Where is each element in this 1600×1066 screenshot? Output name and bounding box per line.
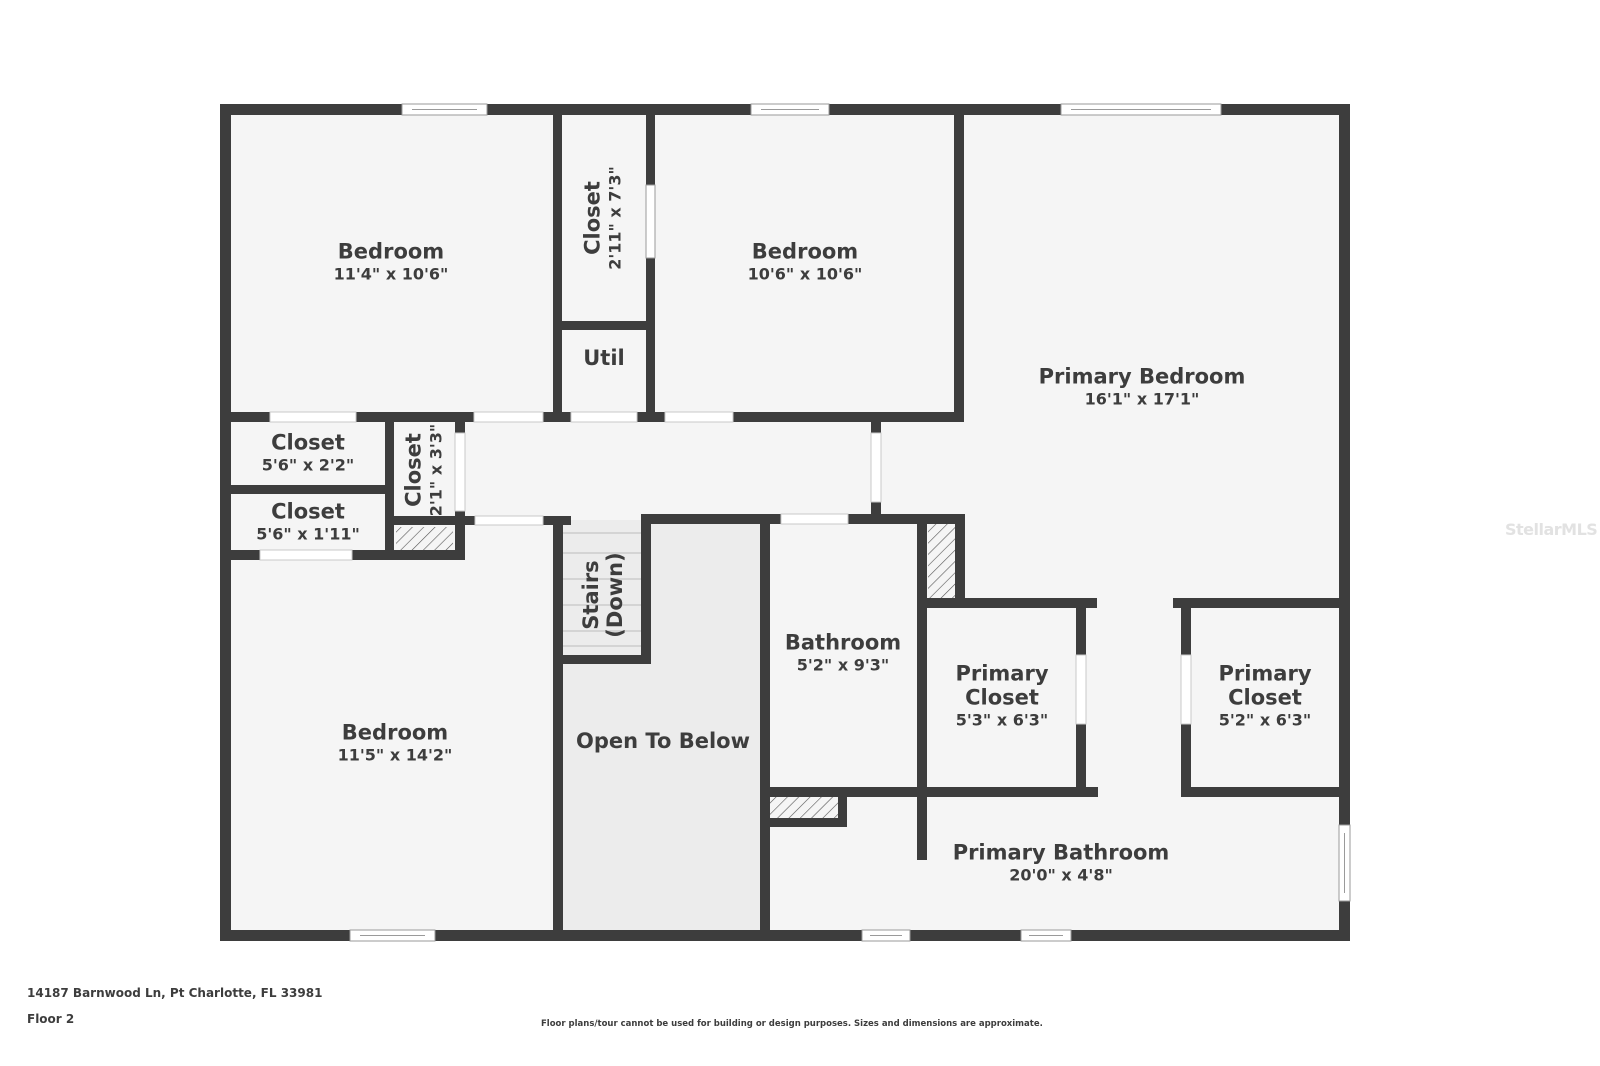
room-name: Primary Bedroom: [1038, 364, 1246, 389]
room-primary-closet-1: Primary Closet 5'3" x 6'3": [955, 662, 1048, 731]
room-dimensions: 2'11" x 7'3": [605, 166, 625, 270]
hatched-block: [396, 527, 453, 550]
room-stairs: Stairs (Down): [579, 552, 627, 637]
room-dimensions: 11'4" x 10'6": [333, 264, 449, 284]
room-primary-bedroom: Primary Bedroom 16'1" x 17'1": [1039, 365, 1246, 410]
room-name: Bathroom: [784, 630, 902, 655]
room-name: Util: [583, 345, 625, 370]
room-dimensions: 5'3" x 6'3": [955, 710, 1049, 730]
hatched-block: [770, 797, 838, 818]
room-closet-n: Closet 2'11" x 7'3": [581, 166, 626, 270]
floor-label: Floor 2: [27, 1012, 75, 1026]
room-dimensions: 20'0" x 4'8": [1009, 865, 1113, 885]
room-name-line2: Closet: [1228, 685, 1302, 710]
room-name: Primary: [955, 661, 1049, 686]
stair-treads: [563, 532, 641, 647]
room-dimensions: 5'6" x 2'2": [261, 455, 355, 475]
open-to-below-area: [563, 520, 763, 932]
room-closet-small: Closet 2'1" x 3'3": [402, 424, 447, 516]
disclaimer: Floor plans/tour cannot be used for buil…: [541, 1019, 1043, 1029]
room-name: Bedroom: [751, 239, 859, 264]
room-name: Open To Below: [576, 728, 750, 753]
hatched-block: [928, 524, 955, 598]
room-name: Closet: [271, 499, 345, 524]
room-dimensions: 5'2" x 9'3": [796, 655, 890, 675]
room-bedroom-sw: Bedroom 11'5" x 14'2": [338, 721, 453, 766]
room-bedroom-n: Bedroom 10'6" x 10'6": [748, 240, 863, 285]
room-dimensions: 5'6" x 1'11": [256, 524, 360, 544]
room-dimensions: 16'1" x 17'1": [1084, 389, 1200, 409]
room-name: Bedroom: [341, 720, 449, 745]
room-dimensions: 11'5" x 14'2": [337, 745, 453, 765]
room-dimensions: 10'6" x 10'6": [747, 264, 863, 284]
room-bedroom-nw: Bedroom 11'4" x 10'6": [334, 240, 449, 285]
room-name: Stairs: [578, 560, 603, 630]
room-name-line2: Closet: [965, 685, 1039, 710]
room-primary-closet-2: Primary Closet 5'2" x 6'3": [1218, 662, 1311, 731]
room-open-to-below: Open To Below: [576, 729, 750, 753]
watermark: StellarMLS: [1505, 520, 1598, 539]
room-closet-w2: Closet 5'6" x 1'11": [256, 500, 360, 545]
room-name: Bedroom: [337, 239, 445, 264]
door-openings: [259, 411, 1192, 725]
room-direction: (Down): [603, 552, 627, 638]
address: 14187 Barnwood Ln, Pt Charlotte, FL 3398…: [27, 986, 323, 1000]
window-inner-lines: [360, 109, 1345, 936]
room-closet-w1: Closet 5'6" x 2'2": [262, 431, 354, 476]
room-dimensions: 2'1" x 3'3": [426, 423, 446, 517]
room-bathroom: Bathroom 5'2" x 9'3": [785, 631, 901, 676]
room-name: Primary Bathroom: [952, 840, 1170, 865]
room-dimensions: 5'2" x 6'3": [1218, 710, 1312, 730]
room-name: Closet: [271, 430, 345, 455]
room-primary-bathroom: Primary Bathroom 20'0" x 4'8": [953, 841, 1170, 886]
room-name: Closet: [580, 181, 605, 255]
room-name: Primary: [1218, 661, 1312, 686]
room-name: Closet: [401, 433, 426, 507]
room-util: Util: [583, 346, 625, 370]
